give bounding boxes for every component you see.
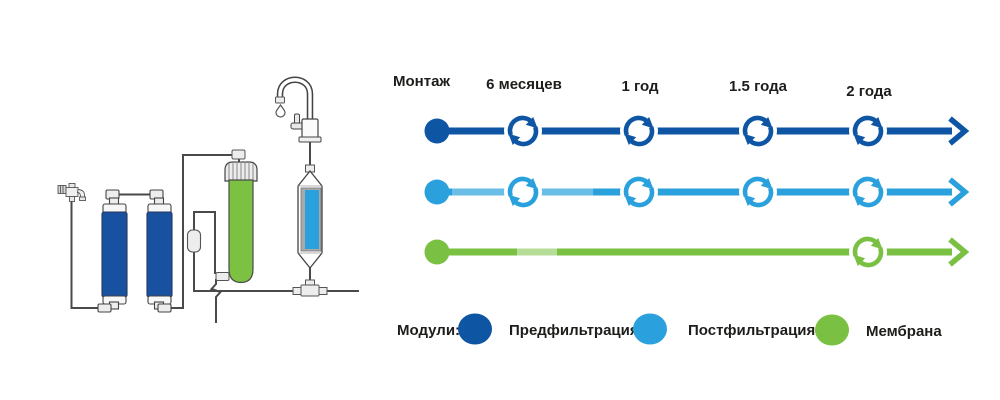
- filter-system-schematic: [57, 76, 359, 323]
- pipe-riser-to-membrane: [171, 154, 234, 309]
- milestone-label-1-5-years: 1.5 года: [729, 78, 788, 95]
- refresh-arrows-icon: [504, 173, 542, 211]
- prefilter-cartridge-1: [97, 189, 128, 313]
- membrane-cartridge: [215, 149, 258, 284]
- milestone-label-1-year: 1 год: [621, 78, 659, 95]
- water-drop-icon: [275, 103, 286, 118]
- refresh-arrows-icon: [739, 173, 777, 211]
- tee-fitting: [292, 279, 328, 297]
- watermark-patch: [517, 248, 557, 256]
- timeline-rows: [424, 112, 970, 271]
- legend-dot-postfiltration: [633, 313, 667, 345]
- postfilter-cartridge: [297, 164, 323, 270]
- arrow-right-icon: [948, 237, 970, 267]
- milestone-labels: Монтаж 6 месяцев 1 год 1.5 года 2 года: [393, 73, 892, 100]
- flow-restrictor-fitting: [186, 229, 202, 253]
- refresh-arrows-icon: [849, 173, 887, 211]
- arrow-right-icon: [948, 177, 970, 207]
- pipes: [70, 142, 359, 323]
- milestone-label-installation: Монтаж: [393, 73, 450, 90]
- milestone-label-2-years: 2 года: [846, 83, 892, 100]
- legend-dot-membrane: [815, 314, 849, 346]
- water-supply-valve-icon: [57, 183, 86, 202]
- prefilter-cartridge-2: [146, 189, 173, 313]
- timeline-start-dot: [424, 118, 450, 144]
- legend-label-postfiltration: Постфильтрация: [688, 322, 815, 339]
- refresh-arrows-icon: [739, 112, 777, 150]
- legend-label-membrane: Мембрана: [866, 323, 942, 340]
- refresh-arrows-icon: [620, 173, 658, 211]
- refresh-arrows-icon: [849, 112, 887, 150]
- refresh-arrows-icon: [620, 112, 658, 150]
- watermark-patch: [452, 187, 508, 197]
- milestone-label-6-months: 6 месяцев: [486, 76, 562, 93]
- legend-dot-prefiltration: [458, 313, 492, 345]
- arrow-right-icon: [948, 116, 970, 146]
- legend: Модули: Предфильтрация Постфильтрация Ме…: [397, 313, 942, 346]
- legend-title: Модули:: [397, 322, 460, 339]
- timeline-start-dot: [424, 239, 450, 265]
- timeline-start-dot: [424, 179, 450, 205]
- pipe-supply: [70, 200, 100, 309]
- legend-label-prefiltration: Предфильтрация: [509, 322, 639, 339]
- refresh-arrows-icon: [504, 112, 542, 150]
- watermark-patch: [533, 187, 593, 197]
- drinking-faucet-icon: [275, 76, 322, 143]
- refresh-arrows-icon: [849, 233, 887, 271]
- drain-line: [209, 279, 223, 323]
- replacement-timeline: Монтаж 6 месяцев 1 год 1.5 года 2 года: [393, 73, 970, 271]
